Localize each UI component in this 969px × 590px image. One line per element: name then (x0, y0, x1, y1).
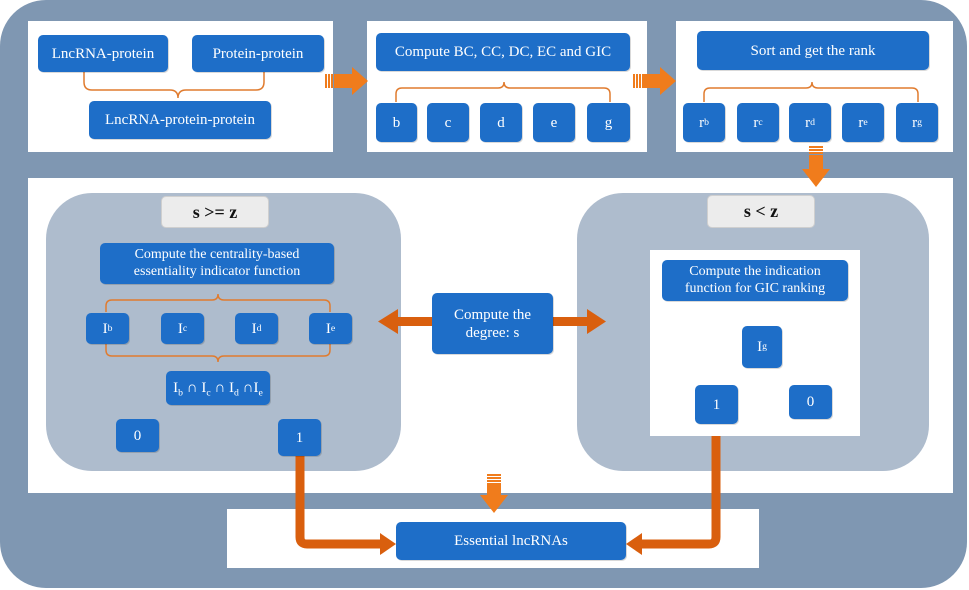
bracket-left-top (105, 293, 331, 312)
compute-e-box: e (533, 103, 575, 142)
compute-centrality-box: Compute BC, CC, DC, EC and GIC (376, 33, 630, 71)
arrow-compute-to-rank (633, 67, 676, 95)
gray-arrow-to-zero-left (124, 389, 166, 416)
arrowhead-right-result (626, 533, 642, 555)
compute-degree-box: Compute the degree: s (432, 293, 553, 354)
gray-arrow-to-one-left (270, 389, 312, 416)
intersection-id: Id (229, 379, 239, 399)
right-one-box: 1 (695, 385, 738, 424)
intersection-ib: Ib (173, 379, 184, 399)
intersection-ie: Ie (253, 379, 263, 399)
bracket-left-bottom (105, 344, 331, 363)
left-one-box: 1 (278, 419, 321, 456)
condition-lt-tag: s < z (707, 195, 815, 228)
rank-rb-base: r (699, 114, 705, 131)
essential-lncrnas-box: Essential lncRNAs (396, 522, 626, 560)
compute-d-box: d (480, 103, 522, 142)
intersection-box: Ib ∩ Ic ∩ Id ∩Ie (166, 371, 270, 405)
condition-ge-tag: s >= z (161, 196, 269, 228)
indicator-id-base: I (251, 320, 257, 337)
centrality-indicator-box: Compute the centrality-based essentialit… (100, 243, 334, 284)
intersection-ic-sub: c (206, 387, 211, 399)
rank-rd-base: r (805, 114, 811, 131)
arrow-panel-to-result (480, 474, 508, 513)
indicator-ig-base: I (757, 339, 763, 355)
intersection-op-1: ∩ (186, 380, 198, 396)
gic-indicator-box: Compute the indication function for GIC … (662, 260, 848, 301)
intersection-op-2: ∩ (214, 380, 226, 396)
intersection-ib-base: I (173, 380, 179, 396)
left-zero-box: 0 (116, 419, 159, 452)
rank-rg-base: r (912, 114, 918, 131)
path-left-one-to-result (295, 456, 382, 549)
intersection-ie-sub: e (258, 387, 263, 399)
bracket-compute (395, 81, 611, 102)
indicator-ib-base: I (102, 320, 108, 337)
compute-b-box: b (376, 103, 417, 142)
arrowhead-left-result (380, 533, 396, 555)
intersection-id-sub: d (234, 387, 239, 399)
arrow-degree-right (553, 309, 606, 334)
intersection-ie-base: I (253, 380, 259, 396)
arrow-network-to-compute (325, 67, 368, 95)
indicator-ie-base: I (325, 320, 331, 337)
rank-rc-base: r (753, 114, 759, 131)
intersection-op-3: ∩ (242, 380, 254, 396)
bracket-network (83, 72, 265, 99)
intersection-ic-base: I (201, 380, 207, 396)
protein-protein-box: Protein-protein (192, 35, 324, 72)
right-zero-box: 0 (789, 385, 832, 419)
intersection-ib-sub: b (178, 387, 184, 399)
intersection-ic: Ic (201, 379, 211, 399)
bracket-rank (703, 81, 919, 102)
rank-re-base: r (858, 114, 864, 131)
intersection-id-base: I (229, 380, 235, 396)
compute-g-box: g (587, 103, 630, 142)
lncrna-protein-box: LncRNA-protein (38, 35, 168, 72)
compute-c-box: c (427, 103, 469, 142)
arrow-degree-left (378, 309, 432, 334)
lncrna-protein-protein-box: LncRNA-protein-protein (89, 101, 271, 139)
indicator-ic-base: I (177, 320, 183, 337)
arrow-rank-down (802, 146, 830, 187)
sort-rank-box: Sort and get the rank (697, 31, 929, 70)
path-right-one-to-result (640, 424, 721, 549)
